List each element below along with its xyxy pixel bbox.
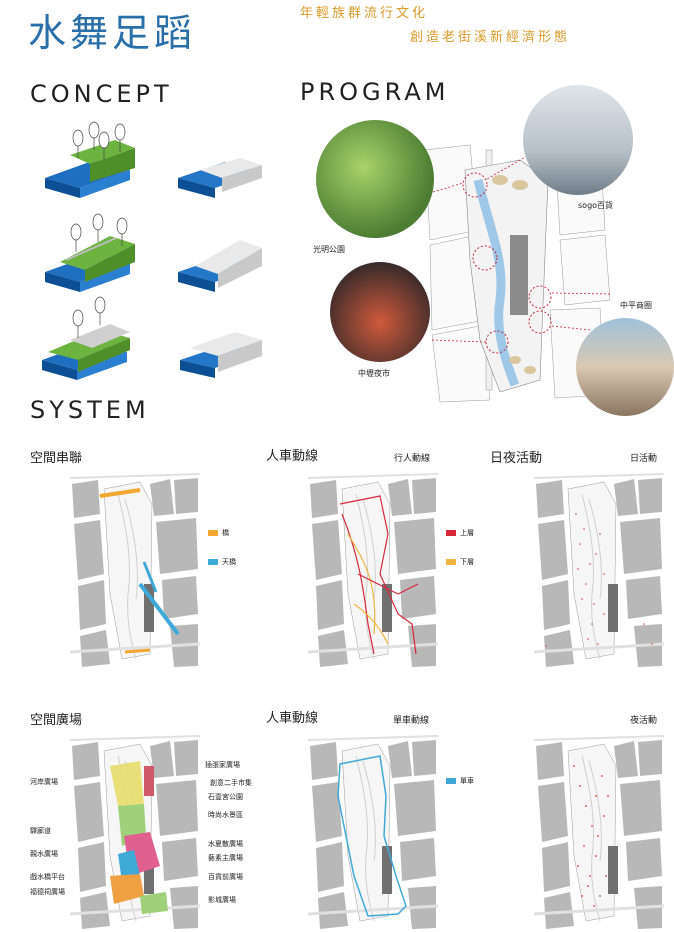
legend-lower-label: 下層 bbox=[460, 558, 474, 566]
label-park: 光明公園 bbox=[313, 245, 345, 254]
plaza-label-right-8: 影城廣場 bbox=[208, 896, 236, 904]
panel2-subtitle: 行人動線 bbox=[394, 454, 431, 464]
label-market: 中壢夜市 bbox=[358, 369, 390, 378]
dark-building bbox=[510, 235, 528, 315]
legend-bike-swatch bbox=[446, 778, 456, 784]
river-water bbox=[473, 178, 520, 387]
label-shopping: 中平商圈 bbox=[620, 301, 652, 310]
concept-block-2 bbox=[178, 158, 262, 198]
panel5-subtitle: 單車動線 bbox=[393, 716, 430, 726]
concept-block-3 bbox=[45, 213, 135, 292]
map-day-activity bbox=[532, 472, 666, 671]
program-heading: PROGRAM bbox=[300, 78, 450, 106]
panel5-title: 人車動線 bbox=[266, 711, 319, 726]
day-activity-dots bbox=[545, 513, 653, 647]
plaza-label-right-2: 創意二手市集 bbox=[210, 779, 252, 787]
concept-block-1 bbox=[45, 121, 135, 198]
photo-park bbox=[316, 120, 434, 238]
legend-lower-swatch bbox=[446, 559, 456, 565]
legend-bridge-label: 橋 bbox=[222, 529, 229, 537]
program-leaders bbox=[431, 143, 613, 343]
system-heading: SYSTEM bbox=[30, 396, 150, 424]
bridge-marks bbox=[99, 488, 141, 498]
plaza-label-right-5: 水夏散廣場 bbox=[208, 840, 243, 848]
plaza-label-right-4: 時尚水景區 bbox=[208, 811, 243, 819]
map-spatial-connection bbox=[68, 472, 202, 671]
plaza-label-left-1: 河岸廣場 bbox=[30, 778, 58, 786]
plaza-label-right-3: 石壹宮公園 bbox=[208, 793, 243, 801]
plaza-label-left-4: 戲水橋平台 bbox=[30, 873, 65, 881]
concept-block-5 bbox=[42, 296, 130, 380]
subtitle-line2: 創造老街溪新經濟形態 bbox=[410, 30, 571, 45]
page-title: 水舞足蹈 bbox=[28, 11, 197, 55]
night-activity-dots bbox=[573, 765, 609, 907]
concept-block-6 bbox=[180, 332, 262, 378]
plaza-label-right-1: 插張家廣場 bbox=[205, 761, 240, 769]
legend-bridge-swatch bbox=[208, 530, 218, 536]
panel1-title: 空間串聯 bbox=[30, 451, 83, 466]
concept-heading: CONCEPT bbox=[30, 80, 173, 108]
plaza-label-right-7: 百貨前廣場 bbox=[208, 873, 243, 881]
plaza-label-left-2: 驛廊道 bbox=[30, 827, 51, 835]
concept-block-4 bbox=[178, 240, 262, 292]
photo-shopping bbox=[576, 318, 674, 416]
panel3-subtitle: 日活動 bbox=[630, 454, 658, 464]
program-highlights bbox=[462, 172, 552, 354]
subtitle-line1: 年輕族群流行文化 bbox=[300, 6, 429, 21]
map-bike-route bbox=[306, 734, 440, 932]
panel6-subtitle: 夜活動 bbox=[630, 716, 658, 726]
program-plazas bbox=[492, 175, 536, 374]
legend-skybridge-label: 天橋 bbox=[222, 558, 236, 566]
legend-upper-label: 上層 bbox=[460, 529, 474, 537]
label-sogo: sogo百貨 bbox=[578, 201, 614, 210]
plaza-label-right-6: 藝素主廣場 bbox=[208, 854, 243, 862]
photo-market bbox=[330, 262, 430, 362]
map-plazas bbox=[68, 734, 202, 932]
plaza-label-left-5: 福德祠廣場 bbox=[30, 888, 65, 896]
map-night-activity bbox=[532, 734, 666, 932]
panel4-title: 空間廣場 bbox=[30, 713, 83, 728]
legend-bike-label: 單車 bbox=[460, 777, 474, 785]
photo-sogo bbox=[523, 85, 633, 195]
panel2-title: 人車動線 bbox=[266, 449, 319, 464]
plaza-label-left-3: 親水廣場 bbox=[30, 850, 58, 858]
legend-skybridge-swatch bbox=[208, 559, 218, 565]
panel3-title: 日夜活動 bbox=[490, 451, 543, 466]
skybridge-marks bbox=[138, 582, 180, 636]
map-pedestrian-flow bbox=[306, 472, 440, 671]
legend-upper-swatch bbox=[446, 530, 456, 536]
